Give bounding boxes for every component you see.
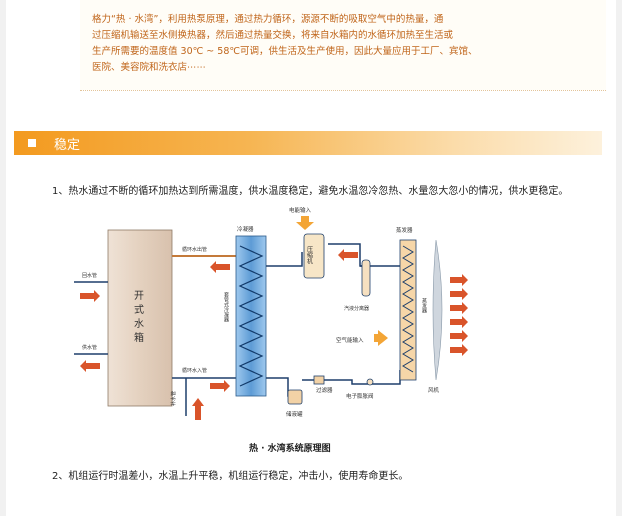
condenser-label: 冷凝器 [237, 225, 254, 233]
receiver-label: 储液罐 [286, 410, 303, 418]
tank-label-1: 开 [134, 291, 144, 302]
refrigerant-line-comp-out [328, 243, 400, 267]
liquid-receiver [287, 389, 303, 405]
comp-to-evap-arrow [338, 249, 358, 261]
makeup-arrow [192, 398, 204, 420]
fan-blade [432, 239, 443, 381]
exhaust-arrow-2 [450, 288, 468, 300]
point-2: 2、机组运行时温差小，水温上升平稳，机组运行稳定，冲击小，使用寿命更长。 [52, 471, 409, 482]
intro-line-4: 医院、美容院和洗衣店⋯⋯ [92, 62, 207, 73]
return-arrow [80, 290, 100, 302]
intro-line-3: 生产所需要的温度值 30℃ ~ 58℃可调，供生活及生产使用，因此大量应用于工厂… [92, 46, 478, 57]
exhaust-arrow-4 [450, 316, 468, 328]
makeup-label: 补水管 [170, 391, 177, 406]
intro-box [80, 0, 606, 90]
sleeve-condenser-label: 套管式冷凝器 [223, 291, 229, 323]
expansion-valve [366, 378, 374, 386]
evaporator-top-label: 蒸发器 [396, 226, 413, 234]
intro-line-2: 过压缩机输送至水侧换热器，然后通过热量交换，将来自水箱内的水循环加热至生活或 [92, 30, 454, 41]
tank-label-2: 式 [134, 303, 144, 316]
section-title: 稳定 [54, 138, 81, 153]
power-in-arrow [296, 216, 314, 230]
exhaust-arrow-1 [450, 274, 468, 286]
water-tank [107, 229, 173, 407]
page-frame-right [616, 0, 622, 516]
exhaust-arrow-5 [450, 330, 468, 342]
return-pipe-label: 回水管 [82, 272, 97, 279]
dotted-divider [80, 90, 606, 91]
exhaust-arrow-6 [450, 344, 468, 356]
refrigerant-line-top [266, 252, 303, 267]
section-square-icon [28, 139, 36, 147]
power-in-label: 电能输入 [289, 206, 312, 214]
condenser-coil [238, 245, 264, 387]
page-frame-left [0, 0, 6, 516]
tank-label-3: 水 [134, 318, 144, 330]
exhaust-arrow-3 [450, 302, 468, 314]
section-header-bar: 稳定 [14, 131, 602, 155]
supply-pipe-label: 供水管 [82, 344, 97, 351]
evaporator-coil [402, 245, 414, 373]
filter [313, 375, 325, 385]
intro-line-1: 格力“热 · 水湾”，利用热泵原理，通过热力循环，源源不断的吸取空气中的热量，通 [92, 14, 444, 25]
gas-liquid-separator [361, 259, 371, 297]
circ-out-arrow [210, 261, 230, 273]
diagram-caption: 热 · 水湾系统原理图 [249, 444, 331, 454]
filter-label: 过滤器 [316, 386, 333, 394]
air-in-label: 空气能输入 [336, 336, 364, 344]
fan-label: 风机 [428, 386, 440, 394]
system-diagram: 开 式 水 箱 回水管 供水管 循环水出管 循环水入管 补水管 冷凝器 套管式冷… [74, 206, 468, 420]
tank-label-4: 箱 [134, 331, 144, 344]
expansion-valve-label: 电子膨胀阀 [346, 392, 374, 400]
compressor [303, 233, 325, 279]
evaporator-side-label: 蒸发器 [421, 297, 427, 314]
supply-arrow [80, 360, 100, 372]
separator-label: 汽液分离器 [344, 305, 369, 312]
intro-paragraph: 格力“热 · 水湾”，利用热泵原理，通过热力循环，源源不断的吸取空气中的热量，通… [92, 12, 502, 76]
circ-out-label: 循环水出管 [182, 246, 207, 253]
circ-in-arrow [210, 380, 230, 392]
point-1: 1、热水通过不断的循环加热达到所需温度，供水温度稳定，避免水温忽冷忽热、水量忽大… [52, 186, 569, 197]
air-in-arrow [374, 330, 388, 346]
compressor-label: 压缩机 [306, 246, 313, 265]
circ-in-label: 循环水入管 [182, 367, 207, 374]
